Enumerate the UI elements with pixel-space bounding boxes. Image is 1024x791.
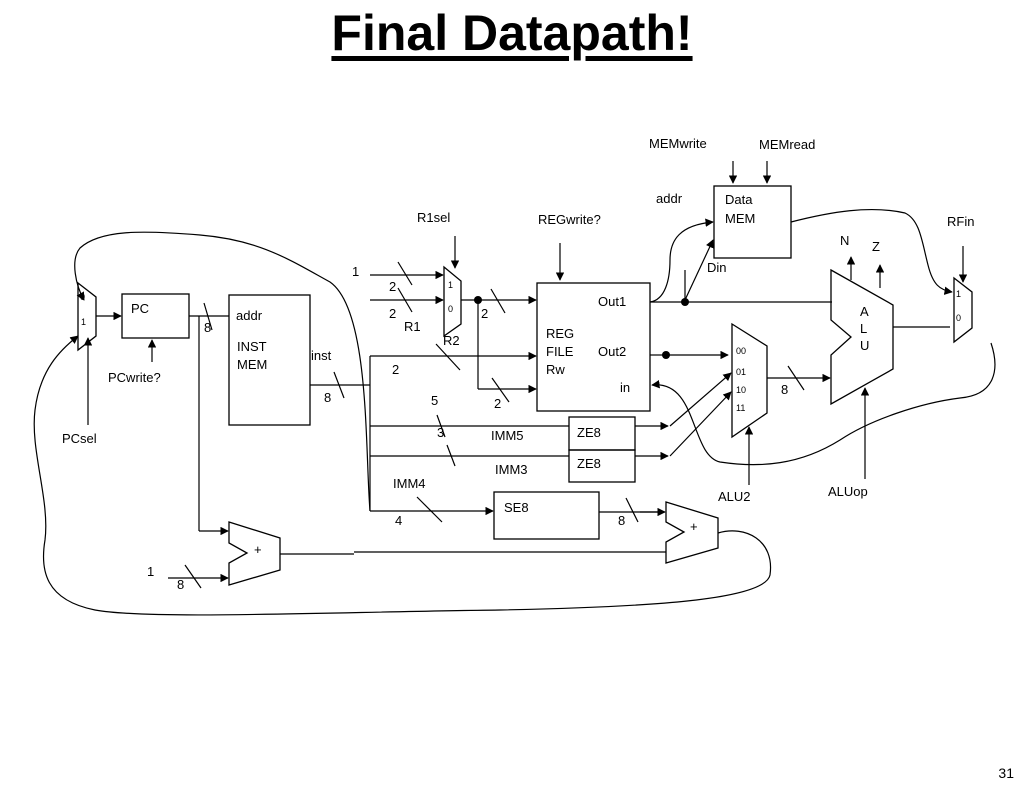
alu2-mux-input-00: 00 xyxy=(736,346,746,356)
rf-mux-input-0: 0 xyxy=(956,313,961,323)
ze8-bottom-block xyxy=(568,449,636,483)
data-mem-label-1: Data xyxy=(725,192,753,207)
reg-file-label-3: Rw xyxy=(546,362,565,377)
ze8-bottom-label: ZE8 xyxy=(577,456,601,471)
memread-label: MEMread xyxy=(759,137,815,152)
ze8-top-label: ZE8 xyxy=(577,425,601,440)
imm4-width: 4 xyxy=(395,513,402,528)
imm3-width: 3 xyxy=(437,425,444,440)
alu-block xyxy=(830,268,894,406)
pc-out-width: 8 xyxy=(204,320,211,335)
pc-adder-plus: + xyxy=(254,542,262,557)
r1-mux-input-1: 1 xyxy=(448,280,453,290)
inst-out-width: 8 xyxy=(324,390,331,405)
alu-label-l: L xyxy=(860,321,867,336)
rfin-label: RFin xyxy=(947,214,974,229)
mux-out-width: 8 xyxy=(781,382,788,397)
data-mem-label-2: MEM xyxy=(725,211,755,226)
r2-line-width: 2 xyxy=(494,396,501,411)
alu2-mux-input-11: 11 xyxy=(736,403,745,413)
imm4-label: IMM4 xyxy=(393,476,426,491)
memwrite-label: MEMwrite xyxy=(649,136,707,151)
inst-mem-label-2: MEM xyxy=(237,357,267,372)
reg-file-block xyxy=(536,282,651,412)
alu-label-u: U xyxy=(860,338,869,353)
r2-label: R2 xyxy=(443,333,460,348)
aluop-label: ALUop xyxy=(828,484,868,499)
page-number: 31 xyxy=(998,765,1014,781)
out1-label: Out1 xyxy=(598,294,626,309)
inst-mem-block xyxy=(228,294,311,426)
n-flag-label: N xyxy=(840,233,849,248)
imm5-width: 5 xyxy=(431,393,438,408)
din-label: Din xyxy=(707,260,727,275)
const-one-pc: 1 xyxy=(147,564,154,579)
alu2-mux xyxy=(731,322,768,439)
pcsel-label: PCsel xyxy=(62,431,97,446)
r1-mux-in-b-width: 2 xyxy=(389,306,396,321)
rf-mux-input-1: 1 xyxy=(956,289,961,299)
pc-mux xyxy=(77,281,97,352)
alu2-label: ALU2 xyxy=(718,489,751,504)
inst-mem-label-1: INST xyxy=(237,339,267,354)
data-addr-label: addr xyxy=(656,191,683,206)
z-flag-label: Z xyxy=(872,239,880,254)
out2-label: Out2 xyxy=(598,344,626,359)
reg-file-label-2: FILE xyxy=(546,344,574,359)
r1-mux xyxy=(443,265,462,338)
alu2-mux-input-10: 10 xyxy=(736,385,746,395)
regwrite-label: REGwrite? xyxy=(538,212,601,227)
branch-adder-plus: + xyxy=(690,519,698,534)
se8-label: SE8 xyxy=(504,500,529,515)
r1-mux-in-a-width: 2 xyxy=(389,279,396,294)
r1sel-label: R1sel xyxy=(417,210,450,225)
adder-in-width: 8 xyxy=(177,577,184,592)
alu-label-a: A xyxy=(860,304,869,319)
se8-out-width: 8 xyxy=(618,513,625,528)
reg-in-label: in xyxy=(620,380,630,395)
pc-mux-input-0: 0 xyxy=(80,292,85,302)
const-one-r1: 1 xyxy=(352,264,359,279)
inst-addr-label: addr xyxy=(236,308,263,323)
r1-mux-out-width: 2 xyxy=(481,306,488,321)
pcwrite-label: PCwrite? xyxy=(108,370,161,385)
se8-block xyxy=(493,491,600,540)
r1-mux-input-0: 0 xyxy=(448,304,453,314)
reg-file-label-1: REG xyxy=(546,326,574,341)
pc-label: PC xyxy=(131,301,149,316)
imm5-label: IMM5 xyxy=(491,428,524,443)
rw-line-width: 2 xyxy=(392,362,399,377)
rf-mux xyxy=(953,276,973,344)
pc-adder xyxy=(228,521,281,586)
page-title: Final Datapath! xyxy=(331,5,693,61)
pc-mux-input-1: 1 xyxy=(81,317,86,327)
imm3-label: IMM3 xyxy=(495,462,528,477)
alu2-mux-input-01: 01 xyxy=(736,367,746,377)
inst-label: inst xyxy=(311,348,332,363)
r1-label: R1 xyxy=(404,319,421,334)
